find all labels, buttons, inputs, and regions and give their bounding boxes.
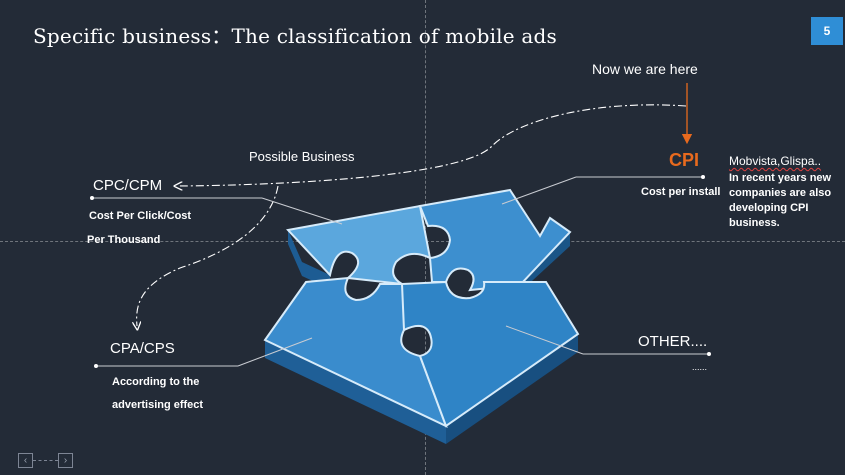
brands-text: Mobvista,Glispa.. bbox=[729, 154, 821, 168]
cpa-desc-line1: According to the bbox=[112, 376, 200, 388]
puzzle-piece-top-right bbox=[418, 188, 572, 292]
cpc-cpm-label: CPC/CPM bbox=[93, 177, 163, 194]
chevron-right-icon[interactable]: › bbox=[58, 453, 73, 468]
cpi-label: CPI bbox=[669, 150, 700, 170]
cpi-note: In recent years new companies are also d… bbox=[729, 172, 832, 229]
cpc-desc-line1: Cost Per Click/Cost bbox=[89, 210, 192, 222]
other-label: OTHER.... bbox=[638, 333, 708, 350]
cpi-desc: Cost per install bbox=[641, 186, 721, 198]
nav-divider bbox=[33, 460, 58, 461]
cpa-desc-line2: advertising effect bbox=[112, 399, 204, 411]
connector-now-to-cpc bbox=[178, 104, 687, 186]
puzzle-piece-bottom-right bbox=[400, 280, 580, 428]
possible-business-label: Possible Business bbox=[249, 149, 355, 164]
cpc-desc-line2: Per Thousand bbox=[87, 234, 161, 246]
brands-name: Mobvista,Glispa.. bbox=[729, 154, 822, 168]
other-sub: ...... bbox=[692, 362, 708, 372]
slide-title: Specific business：The classification of … bbox=[33, 24, 557, 48]
page-number-badge: 5 bbox=[811, 17, 843, 45]
now-here-label: Now we are here bbox=[592, 61, 698, 77]
cpa-cps-label: CPA/CPS bbox=[110, 340, 175, 357]
connector-possible-to-cpa bbox=[137, 185, 279, 326]
chevron-left-icon[interactable]: ‹ bbox=[18, 453, 33, 468]
leader-lines bbox=[90, 175, 711, 368]
